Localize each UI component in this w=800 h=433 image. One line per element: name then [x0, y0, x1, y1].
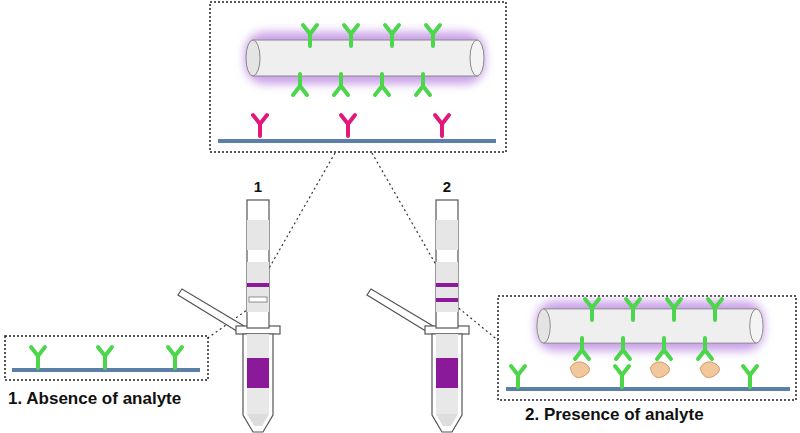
tube-number: 1 [254, 178, 262, 195]
panel-caption: 1. Absence of analyte [8, 389, 181, 409]
panel-caption: 2. Presence of analyte [525, 405, 704, 425]
tube-number: 2 [443, 178, 451, 195]
